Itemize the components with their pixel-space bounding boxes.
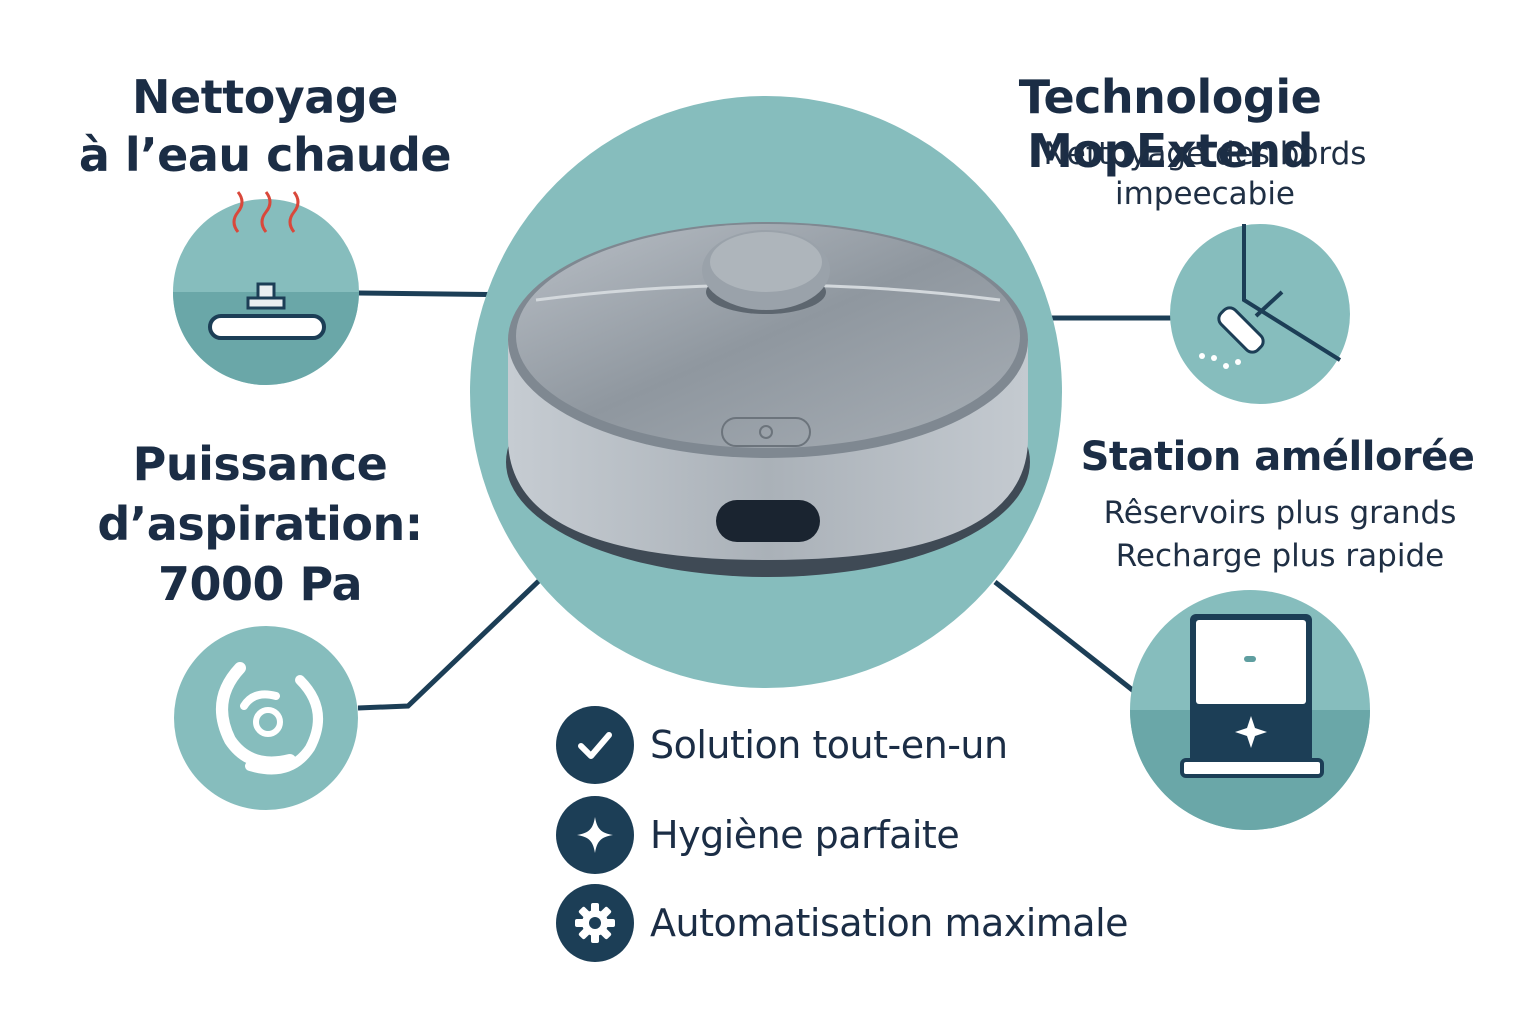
- hot-water-mop-icon: [173, 191, 359, 385]
- benefit-label: Hygiène parfaite: [650, 813, 960, 857]
- suction-power-title-line1: Puissance: [132, 437, 388, 491]
- docking-station-icon: [1130, 590, 1370, 830]
- gear-icon: [556, 884, 634, 962]
- edge-mop-icon: [1170, 224, 1350, 404]
- hot-water-title-line1: Nettoyage: [132, 70, 398, 124]
- sparkle-icon: [556, 796, 634, 874]
- hot-water-title-line2: à l’eau chaude: [78, 128, 452, 182]
- vortex-suction-icon: [174, 626, 358, 810]
- mopextend-subtitle-line2: impeecabie: [1114, 176, 1296, 212]
- benefit-label: Automatisation maximale: [650, 901, 1129, 945]
- robot-vacuum-illustration: [506, 222, 1030, 577]
- mopextend-title: Technologie MopExtend: [1018, 70, 1322, 178]
- connector-mid-right: [993, 580, 1137, 694]
- connector-mid-left: [357, 530, 592, 711]
- hot-water-title: Nettoyage à l’eau chaude: [60, 68, 470, 184]
- station-subtitle: Rêservoirs plus grands Recharge plus rap…: [1080, 492, 1480, 578]
- station-title: Station améllorée: [1080, 434, 1475, 480]
- mopextend-subtitle-line1: Nettoyage des bords: [1043, 136, 1367, 172]
- benefit-item-hygiene: Hygiène parfaite: [556, 796, 960, 874]
- station-subtitle-line2: Recharge plus rapide: [1115, 538, 1445, 574]
- benefit-label: Solution tout-en-un: [650, 723, 1008, 767]
- mopextend-subtitle: Nettoyage des bords impeecabie: [990, 134, 1420, 214]
- suction-power-value: 7000 Pa: [157, 557, 363, 611]
- benefit-item-all-in-one: Solution tout-en-un: [556, 706, 1008, 784]
- station-subtitle-line1: Rêservoirs plus grands: [1103, 495, 1457, 531]
- suction-power-title: Puissance d’aspiration: 7000 Pa: [60, 434, 460, 614]
- check-icon: [556, 706, 634, 784]
- suction-power-title-line2: d’aspiration:: [97, 497, 423, 551]
- benefit-item-automation: Automatisation maximale: [556, 884, 1129, 962]
